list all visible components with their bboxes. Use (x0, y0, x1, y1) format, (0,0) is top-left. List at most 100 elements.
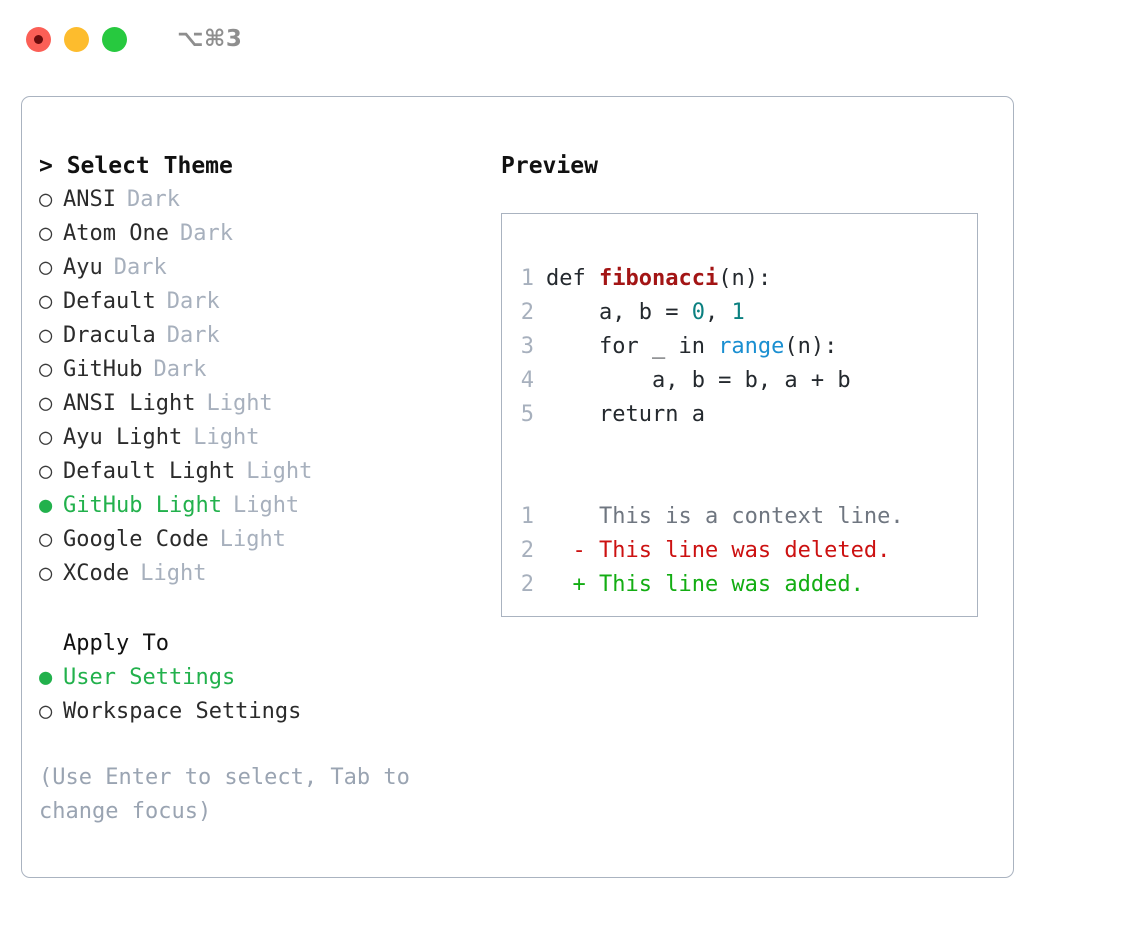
theme-kind-badge: Light (193, 425, 260, 450)
diff-line: 1 This is a context line. (502, 500, 977, 534)
code-line: 4 a, b = b, a + b (502, 364, 977, 398)
code-token-num: 1 (731, 300, 745, 325)
code-line: 2 a, b = 0, 1 (502, 296, 977, 330)
code-token-plain: , (704, 300, 732, 325)
code-token-plain: a, b = (546, 300, 692, 325)
diff-line: 2 + This line was added. (502, 568, 977, 602)
code-token-plain: def (546, 266, 599, 291)
theme-kind-badge: Light (219, 527, 286, 552)
diff-text: + This line was added. (546, 572, 864, 597)
code-text: return a (546, 398, 705, 432)
code-line: 3 for _ in range(n): (502, 330, 977, 364)
maximize-button[interactable] (102, 26, 127, 52)
code-token-kw: range (718, 334, 785, 359)
close-button[interactable] (26, 26, 51, 52)
radio-unselected-icon: ○ (39, 561, 53, 586)
theme-kind-badge: Dark (126, 187, 180, 212)
spacer (502, 432, 977, 466)
theme-name-label: GitHub (63, 357, 143, 382)
theme-kind-badge: Dark (179, 221, 233, 246)
line-number: 2 (520, 538, 534, 563)
theme-name-label: GitHub Light (63, 493, 222, 518)
apply-to-label: User Settings (63, 665, 236, 690)
theme-kind-badge: Dark (153, 357, 207, 382)
code-text: a, b = b, a + b (546, 364, 851, 398)
code-text: a, b = 0, 1 (546, 296, 745, 330)
diff-line: 2 - This line was deleted. (502, 534, 977, 568)
preview-header: Preview (501, 153, 598, 179)
keyboard-shortcut-label: ⌥⌘3 (177, 26, 243, 52)
diff-text: - This line was deleted. (546, 538, 891, 563)
theme-list-item[interactable]: ○ ANSI Dark (39, 183, 494, 217)
radio-unselected-icon: ○ (39, 527, 53, 552)
radio-unselected-icon: ○ (39, 459, 53, 484)
code-line: 5 return a (502, 398, 977, 432)
code-line: 1 def fibonacci(n): (502, 262, 977, 296)
theme-list-item[interactable]: ● GitHub Light Light (39, 489, 494, 523)
code-token-plain: a, b = b, a + b (546, 368, 851, 393)
theme-name-label: Ayu Light (63, 425, 183, 450)
theme-list-item[interactable]: ○ Default Light Light (39, 455, 494, 489)
diff-text: This is a context line. (546, 504, 904, 529)
radio-unselected-icon: ○ (39, 391, 53, 416)
spacer (39, 591, 494, 627)
spacer (502, 466, 977, 500)
line-number: 1 (520, 266, 534, 291)
theme-list-item[interactable]: ○ XCode Light (39, 557, 494, 591)
line-number: 2 (520, 572, 534, 597)
title-bar: ⌥⌘3 (0, 0, 1140, 78)
code-token-fn: fibonacci (598, 266, 719, 291)
line-number: 2 (520, 300, 534, 325)
theme-name-label: Default Light (63, 459, 236, 484)
radio-unselected-icon: ○ (39, 255, 53, 280)
diff-sample: 1 This is a context line.2 - This line w… (502, 500, 977, 602)
theme-list-item[interactable]: ○ GitHub Dark (39, 353, 494, 387)
theme-name-label: Ayu (63, 255, 103, 280)
radio-unselected-icon: ○ (39, 425, 53, 450)
radio-unselected-icon: ○ (39, 357, 53, 382)
code-token-plain: (n): (718, 266, 772, 291)
radio-unselected-icon: ○ (39, 187, 53, 212)
theme-kind-badge: Light (232, 493, 300, 518)
theme-list-item[interactable]: ○ Dracula Dark (39, 319, 494, 353)
theme-kind-badge: Light (140, 561, 207, 586)
minimize-button[interactable] (64, 26, 89, 52)
line-number: 1 (520, 504, 534, 529)
theme-name-label: Atom One (63, 221, 169, 246)
theme-list-item[interactable]: ○ Ayu Light Light (39, 421, 494, 455)
line-number: 5 (520, 402, 534, 427)
apply-to-item[interactable]: ○Workspace Settings (39, 695, 494, 729)
radio-selected-icon: ● (39, 493, 53, 518)
apply-to-label: Workspace Settings (63, 699, 302, 724)
theme-name-label: Dracula (63, 323, 156, 348)
apply-to-header: Apply To (63, 631, 169, 656)
radio-selected-icon: ● (39, 665, 53, 690)
theme-name-label: XCode (63, 561, 130, 586)
theme-kind-badge: Light (246, 459, 313, 484)
apply-to-item[interactable]: ● User Settings (39, 661, 494, 695)
select-theme-header: > Select Theme (39, 153, 233, 179)
theme-kind-badge: Dark (113, 255, 167, 280)
code-token-plain: (n): (784, 334, 838, 359)
line-number: 4 (520, 368, 534, 393)
keyboard-hint-text: (Use Enter to select, Tab to change focu… (39, 765, 424, 824)
theme-list-item[interactable]: ○ Ayu Dark (39, 251, 494, 285)
radio-unselected-icon: ○ (39, 289, 53, 314)
theme-name-label: ANSI (63, 187, 116, 212)
theme-name-label: ANSI Light (63, 391, 196, 416)
theme-name-label: Default (63, 289, 156, 314)
code-token-num: 0 (691, 300, 705, 325)
apply-to-list[interactable]: ● User Settings ○Workspace Settings (39, 661, 494, 729)
theme-kind-badge: Dark (166, 323, 220, 348)
radio-unselected-icon: ○ (39, 323, 53, 348)
code-text: for _ in range(n): (546, 330, 837, 364)
